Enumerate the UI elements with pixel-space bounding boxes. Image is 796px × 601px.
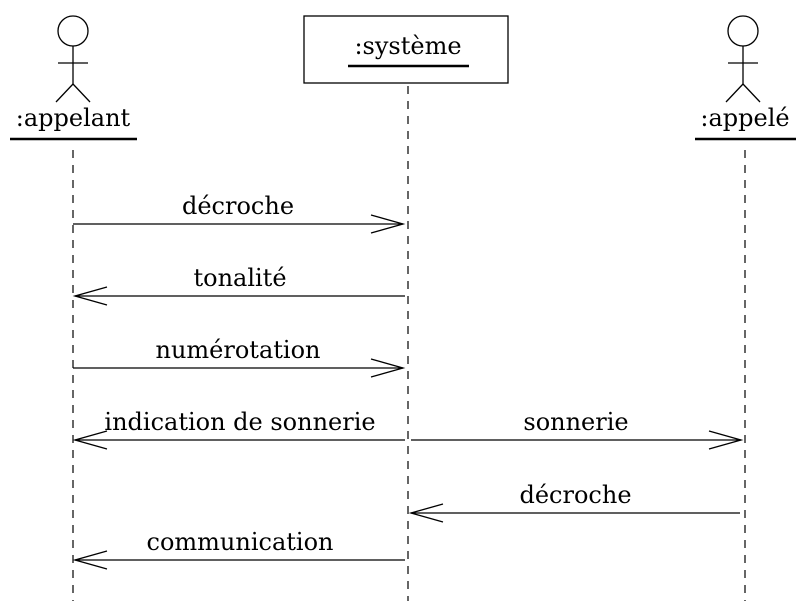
message-7: communication [72, 528, 405, 570]
message-4: indication de sonnerie [72, 408, 405, 450]
open-arrowhead-icon [72, 430, 108, 450]
message-label: décroche [519, 481, 631, 509]
open-arrowhead-icon [708, 430, 744, 450]
message-label: communication [147, 528, 334, 556]
message-label: indication de sonnerie [104, 408, 375, 436]
open-arrowhead-icon [408, 503, 444, 523]
open-arrowhead-icon [72, 550, 108, 570]
open-arrowhead-icon [370, 358, 406, 378]
message-2: tonalité [72, 264, 405, 306]
stick-figure-icon [55, 15, 91, 103]
message-label: numérotation [156, 336, 321, 364]
message-label: décroche [182, 192, 294, 220]
object-system-box [303, 15, 509, 84]
actor-caller-label: :appelant [16, 104, 131, 132]
messages: décroche tonalité numérotation indication d… [72, 192, 744, 570]
message-5: sonnerie [411, 408, 744, 450]
message-3: numérotation [73, 336, 406, 378]
object-system: :système [303, 15, 509, 84]
actor-callee-label: :appelé [700, 104, 789, 132]
message-6: décroche [408, 481, 740, 523]
stick-figure-icon [725, 15, 761, 103]
message-label: sonnerie [523, 408, 628, 436]
message-label: tonalité [193, 264, 286, 292]
message-1: décroche [73, 192, 406, 234]
object-system-label: :système [354, 32, 461, 60]
open-arrowhead-icon [370, 214, 406, 234]
actor-callee: :appelé [695, 15, 796, 141]
open-arrowhead-icon [72, 286, 108, 306]
actor-caller: :appelant [10, 15, 137, 141]
